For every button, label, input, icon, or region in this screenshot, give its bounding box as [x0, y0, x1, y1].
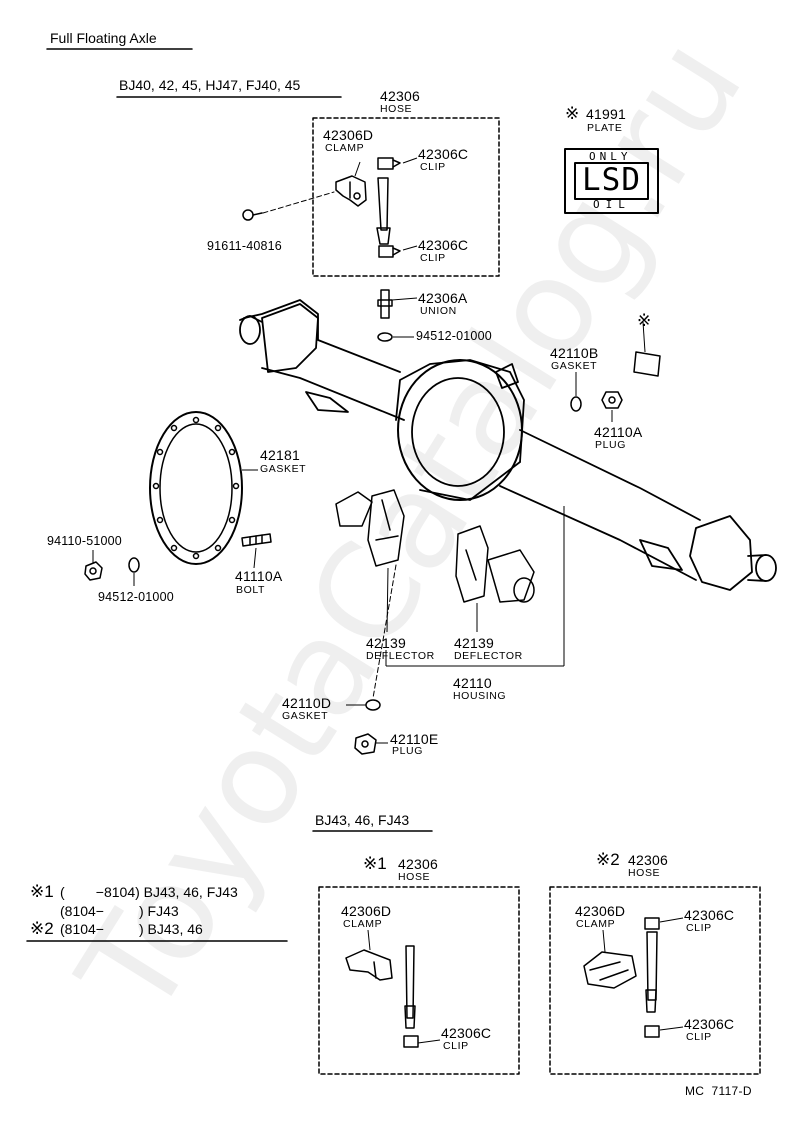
part-name-clamp-top: CLAMP	[325, 142, 365, 154]
plug-drain-drawing	[354, 733, 377, 755]
part-number-clip-v2-2: 42306C	[684, 1016, 735, 1032]
clip-v1-drawing	[403, 1035, 419, 1048]
part-name-hose-top: HOSE	[380, 103, 413, 115]
bottom-models-heading: BJ43, 46, FJ43	[315, 812, 410, 828]
part-name-hose-v2: HOSE	[628, 867, 661, 879]
gasket-drain-drawing	[365, 699, 381, 711]
note-1-mark: ※1	[30, 882, 54, 901]
washer-union-drawing	[377, 332, 393, 342]
leader-lines	[92, 157, 684, 1044]
small-plate-drawing	[633, 351, 661, 377]
part-number-clip-top-1: 42306C	[418, 146, 469, 162]
union-drawing	[377, 289, 393, 319]
clip-top-2-drawing	[378, 245, 401, 258]
part-number-clamp-top: 42306D	[323, 127, 374, 143]
hose-v1-drawing	[404, 945, 416, 1029]
plate-mark: ※	[565, 104, 580, 123]
hose-v1-mark: ※1	[363, 854, 387, 873]
plate-text-bottom: OIL	[593, 198, 631, 211]
clip-top-1-drawing	[377, 157, 401, 170]
note-3-mark: ※2	[30, 919, 54, 938]
part-number-hose-top: 42306	[380, 88, 420, 104]
part-name-hose-v1: HOSE	[398, 871, 431, 883]
note-2-text: (8104− ) FJ43	[60, 903, 179, 919]
hose-v2-mark: ※2	[596, 850, 620, 869]
deflector-left-drawing	[335, 489, 405, 567]
axle-housing-drawing	[239, 299, 777, 591]
part-number-deflector-left: 42139	[366, 635, 406, 651]
part-name-clamp-v2: CLAMP	[576, 918, 616, 930]
part-name-gasket-plug: GASKET	[551, 360, 598, 372]
hose-group-box-v1	[318, 886, 520, 1075]
bolt-drawing	[241, 533, 272, 547]
clamp-top-drawing	[335, 175, 367, 207]
part-number-gasket-plug: 42110B	[550, 345, 599, 361]
part-name-plate: PLATE	[587, 122, 623, 134]
part-name-bolt: BOLT	[236, 584, 266, 596]
note-1-text: ( −8104) BJ43, 46, FJ43	[60, 884, 238, 900]
small-plate-mark: ※	[637, 311, 652, 330]
plug-top-drawing	[601, 391, 623, 409]
diagram-reference-code: MC 7117-D	[685, 1084, 752, 1098]
lsd-plate-drawing	[564, 148, 659, 214]
part-name-clip-v2-1: CLIP	[686, 922, 712, 934]
part-number-union: 42306A	[418, 290, 468, 306]
plate-text-top: ONLY	[589, 150, 632, 163]
part-number-bolt-small: 91611-40816	[207, 239, 282, 253]
diagram-title: Full Floating Axle	[50, 30, 157, 46]
clip-v2-2-drawing	[644, 1025, 660, 1038]
part-name-plug-drain: PLUG	[392, 745, 423, 757]
clamp-v1-drawing	[345, 949, 393, 981]
deflector-right-drawing	[455, 525, 535, 603]
part-number-washer-nut: 94512-01000	[98, 590, 174, 604]
part-number-clamp-v1: 42306D	[341, 903, 392, 919]
part-number-washer-union: 94512-01000	[416, 329, 492, 343]
part-number-gasket-main: 42181	[260, 447, 300, 463]
gasket-plug-drawing	[570, 396, 582, 412]
part-number-clip-v2-1: 42306C	[684, 907, 735, 923]
bolt-small-drawing	[242, 209, 263, 221]
part-name-clip-v1: CLIP	[443, 1040, 469, 1052]
part-name-deflector-left: DEFLECTOR	[366, 650, 435, 662]
hose-top-drawing	[376, 177, 391, 245]
hose-group-box-top	[312, 117, 500, 277]
part-number-clamp-v2: 42306D	[575, 903, 626, 919]
part-name-gasket-main: GASKET	[260, 463, 307, 475]
part-number-clip-v1: 42306C	[441, 1025, 492, 1041]
part-number-gasket-drain: 42110D	[282, 695, 332, 711]
gasket-main-drawing	[149, 411, 243, 565]
part-name-gasket-drain: GASKET	[282, 710, 329, 722]
part-number-housing: 42110	[453, 675, 492, 691]
note-3-text: (8104− ) BJ43, 46	[60, 921, 203, 937]
part-name-clip-top-1: CLIP	[420, 161, 446, 173]
nut-drawing	[84, 561, 103, 581]
part-number-plug-top: 42110A	[594, 424, 643, 440]
part-name-clamp-v1: CLAMP	[343, 918, 383, 930]
hose-group-box-v2	[549, 886, 761, 1075]
part-number-hose-v2: 42306	[628, 852, 668, 868]
part-name-deflector-right: DEFLECTOR	[454, 650, 523, 662]
part-number-plate: 41991	[586, 106, 626, 122]
part-name-plug-top: PLUG	[595, 439, 626, 451]
hose-v2-drawing	[645, 931, 658, 1013]
part-name-union: UNION	[420, 305, 457, 317]
part-number-bolt: 41110A	[235, 568, 283, 584]
washer-nut-drawing	[128, 557, 140, 573]
part-number-nut: 94110-51000	[47, 534, 122, 548]
part-number-plug-drain: 42110E	[390, 731, 439, 747]
clip-v2-1-drawing	[644, 917, 660, 930]
part-name-clip-top-2: CLIP	[420, 252, 446, 264]
part-number-hose-v1: 42306	[398, 856, 438, 872]
part-number-clip-top-2: 42306C	[418, 237, 469, 253]
part-name-housing: HOUSING	[453, 690, 507, 702]
top-models-heading: BJ40, 42, 45, HJ47, FJ40, 45	[119, 77, 301, 93]
clamp-v2-drawing	[583, 951, 637, 989]
part-number-deflector-right: 42139	[454, 635, 494, 651]
plate-text-middle: LSD	[582, 162, 641, 198]
part-name-clip-v2-2: CLIP	[686, 1031, 712, 1043]
